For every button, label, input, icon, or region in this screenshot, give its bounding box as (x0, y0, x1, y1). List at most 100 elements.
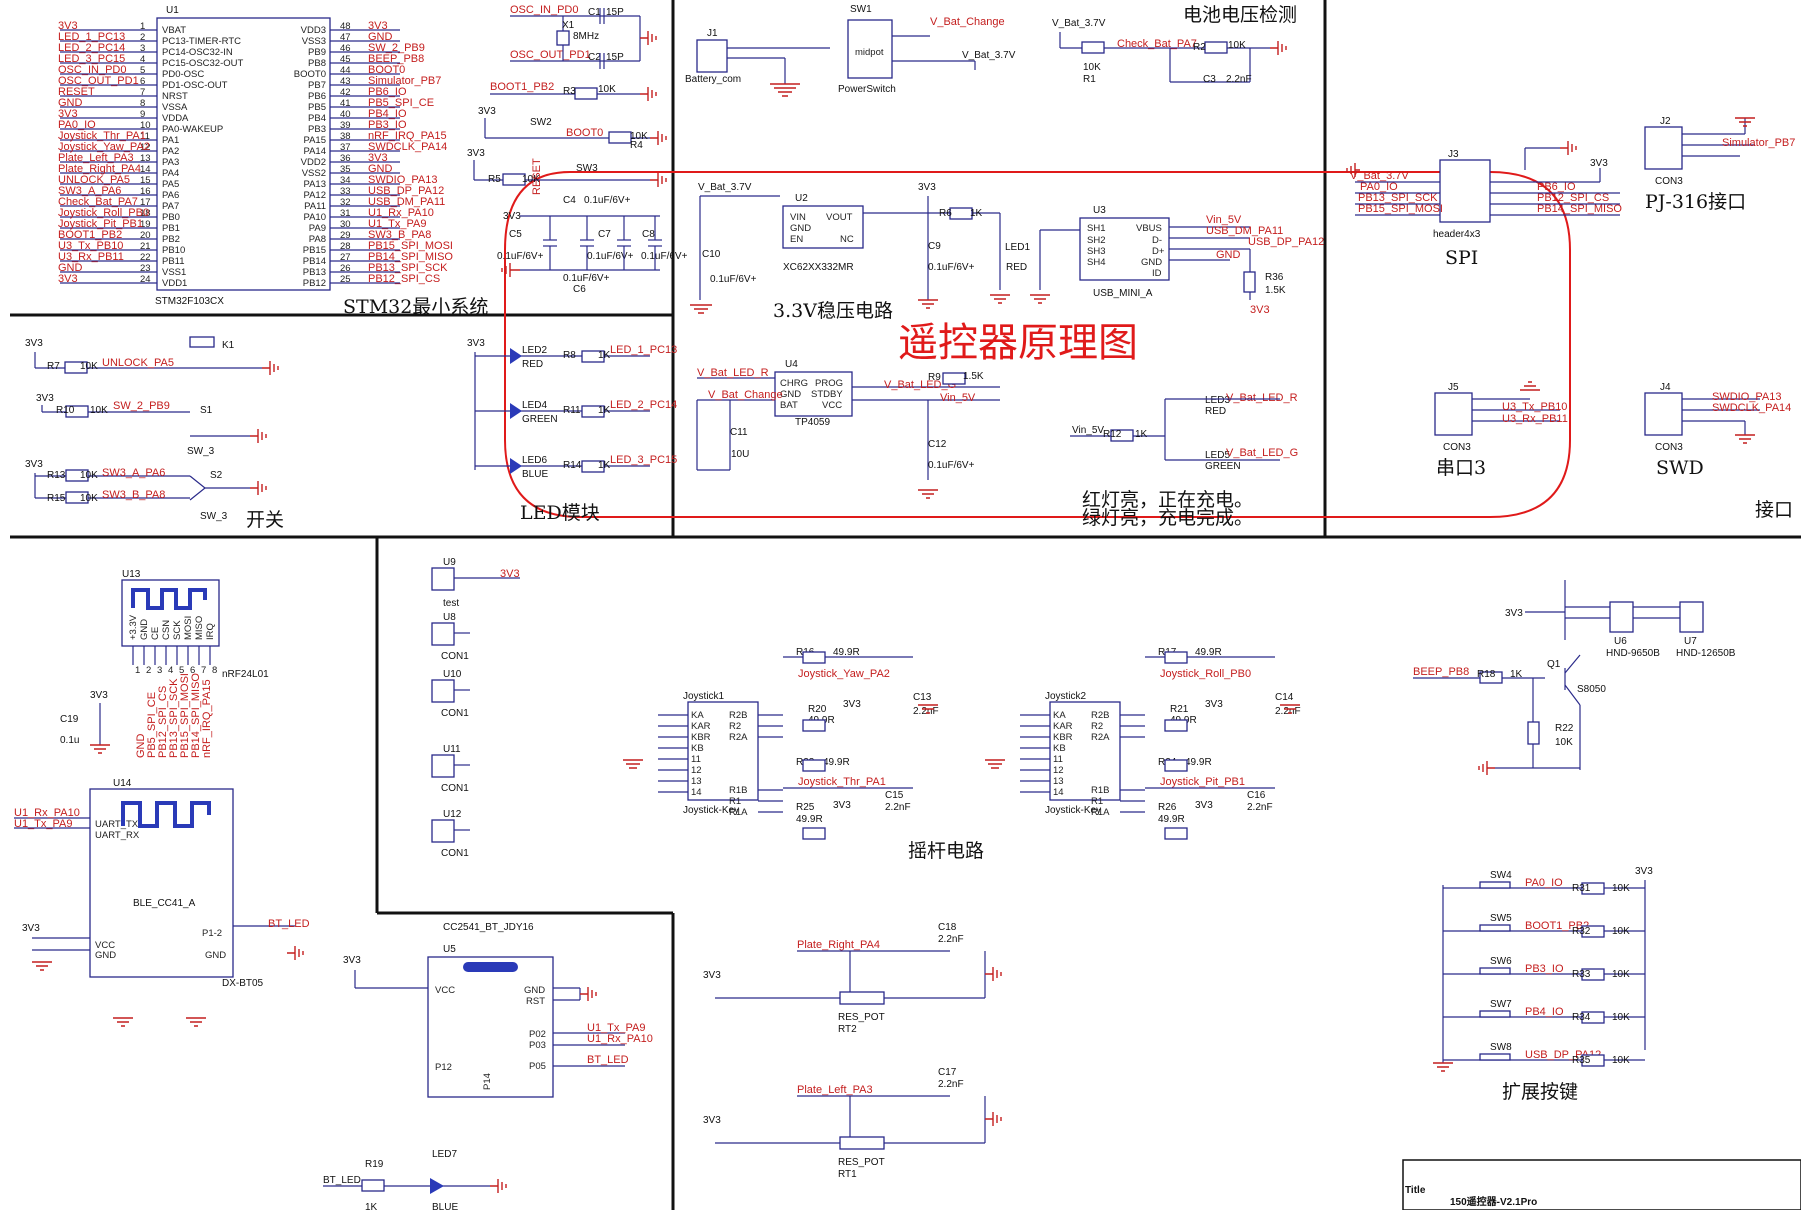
ble-vcc: VCC (95, 940, 115, 951)
mcu-net-12: Joystick_Yaw_PA2 (58, 141, 150, 153)
mcu-pin-num-45: 45 (340, 54, 351, 65)
joystick-net-a-1: Joystick_Yaw_PA2 (798, 668, 890, 680)
mcu-net-6: OSC_OUT_PD1 (58, 75, 139, 87)
mcu-pin-num-48: 48 (340, 21, 351, 32)
nrf-net-6: PB15_SPI_MOSI (179, 673, 191, 758)
mcu-net-1: 3V3 (58, 20, 78, 32)
mcu-pin-name-21: PB10 (162, 245, 185, 256)
mcu-pin-name-18: PB0 (162, 212, 180, 223)
mcu-pin-name-29: PA8 (309, 234, 326, 245)
ext-key-res-R34 (1581, 1011, 1605, 1024)
j4-net-swdclk: SWDCLK_PA14 (1712, 402, 1791, 414)
u4-chrg: CHRG (780, 378, 808, 389)
pot-body-RT2 (839, 991, 885, 1005)
ext-key-net-SW7: PB4_IO (1525, 1006, 1564, 1018)
ble-net-btled: BT_LED (268, 918, 310, 930)
r12-val: 1K (1135, 429, 1148, 440)
testpad-con-U8: CON1 (441, 651, 469, 662)
mcu-pin-name-46: PB9 (308, 47, 326, 58)
r18-ref: R18 (1477, 669, 1496, 680)
j5-net-rx: U3_Rx_PB11 (1502, 413, 1568, 425)
joystick-pin-label: 13 (691, 776, 702, 787)
ext-key-ref-SW7: SW7 (1490, 999, 1512, 1010)
mcu-pin-num-5: 5 (140, 65, 145, 76)
testpad-con-U12: CON1 (441, 848, 469, 859)
u4-part: TP4059 (795, 417, 830, 428)
s1-part: SW_3 (187, 446, 215, 457)
mcu-net-25: PB12_SPI_CS (368, 273, 440, 285)
mcu-pin-name-24: VDD1 (162, 278, 187, 289)
spi-3v3: 3V3 (1590, 158, 1608, 169)
mcu-net-7: RESET (58, 86, 95, 98)
connectors: J2 CON3 Simulator_PB7 J5 CON3 U3_Tx_PB10… (1434, 116, 1795, 453)
buzzer-circuit: 3V3 U6 HND-9650B U7 HND-12650B BEEP_PB8 … (1413, 580, 1736, 775)
joystick-rb-ref: R20 (808, 704, 827, 715)
joystick-pin-label: R1B (729, 785, 747, 796)
nrf-pin-8: IRQ (205, 623, 216, 640)
joystick-ref-1: Joystick1 (683, 691, 725, 702)
battery-detect: V_Bat_3.7V 10K R1 Check_Bat_PA7 R2 10K C… (1052, 18, 1287, 85)
usb-gnd: GND (1141, 257, 1162, 268)
mcu-pin-num-24: 24 (140, 274, 151, 285)
ext-key-res-R33 (1581, 968, 1605, 981)
mcu-pin-num-41: 41 (340, 98, 351, 109)
mcu-pin-num-30: 30 (340, 219, 351, 230)
joystick-rc-val: 49.9R (1185, 757, 1212, 768)
u2-pin-vout: VOUT (826, 212, 853, 223)
led-res-val-R11: 1K (598, 405, 611, 416)
c11-val: 10U (731, 449, 749, 460)
mcu-net-35: GND (368, 163, 393, 175)
pot-cap-val-C17: 2.2nF (938, 1079, 964, 1090)
buzzer-net: BEEP_PB8 (1413, 666, 1469, 678)
nrf-net-2: GND (135, 734, 147, 759)
r22-val: 10K (1555, 737, 1573, 748)
section-title-battery-detect: 电池电压检测 (1183, 4, 1297, 26)
joystick-pin-label: R2A (1091, 732, 1110, 743)
joystick-v3: 3V3 (843, 699, 861, 710)
mcu-pin-num-1: 1 (140, 21, 145, 32)
led-color-LED6: BLUE (522, 469, 548, 480)
pot-cap-ref-C18: C18 (938, 922, 957, 933)
j1-name: Battery_com (685, 74, 741, 85)
nrf-pin-1: +3.3V (128, 614, 139, 640)
mcu-net-29: SW3_B_PA8 (368, 229, 431, 241)
mcu-pin-num-39: 39 (340, 120, 351, 131)
joystick-ra-val: 49.9R (833, 647, 860, 658)
ext-key-res-val-R35: 10K (1612, 1055, 1630, 1066)
mcu-net-8: GND (58, 97, 83, 109)
spi-left-2: PB13_SPI_SCK (1358, 192, 1438, 204)
ext-key-res-ref-R34: R34 (1572, 1012, 1591, 1023)
joystick-resistor (1164, 759, 1188, 772)
mcu-net-44: BOOT0 (368, 64, 405, 76)
u2-pin-vin: VIN (790, 212, 806, 223)
mcu-pin-name-33: PA12 (303, 190, 326, 201)
joystick-net-b-2: Joystick_Pit_PB1 (1160, 776, 1245, 788)
mcu-pin-name-27: PB14 (303, 256, 326, 267)
mcu-pin-name-2: PC13-TIMER-RTC (162, 36, 241, 47)
ldo-3v3: 3V3 (918, 182, 936, 193)
led-res-ref-R14: R14 (563, 460, 582, 471)
osc-c2-ref: C2 (588, 52, 601, 63)
u2-pin-nc: NC (840, 234, 854, 245)
ble-net-tx: U1_Tx_PA9 (14, 818, 73, 830)
ext-key-switch-SW4 (1479, 881, 1511, 889)
switches: 3V3 R7 10K UNLOCK_PA5 K1 3V3 R10 10K SW_… (25, 336, 279, 522)
mcu-pin-num-11: 11 (140, 131, 150, 142)
u4-net-led-r: V_Bat_LED_R (697, 367, 769, 379)
ext-key-ref-SW5: SW5 (1490, 913, 1512, 924)
u4-bat: BAT (780, 400, 798, 411)
sw1-ref: SW1 (850, 4, 872, 15)
usb-dm: D- (1152, 235, 1162, 246)
osc-c1-val: 15P (606, 7, 624, 18)
c11-ref: C11 (730, 427, 748, 438)
osc-net-out: OSC_OUT_PD1 (510, 49, 591, 61)
testpad-U12 (431, 819, 455, 843)
s1-ref: S1 (200, 405, 213, 416)
joystick-pin-label: KB (1053, 743, 1066, 754)
joystick-ref-2: Joystick2 (1045, 691, 1087, 702)
joystick-resistor (802, 759, 826, 772)
mcu-net-2: LED_1_PC13 (58, 31, 125, 43)
